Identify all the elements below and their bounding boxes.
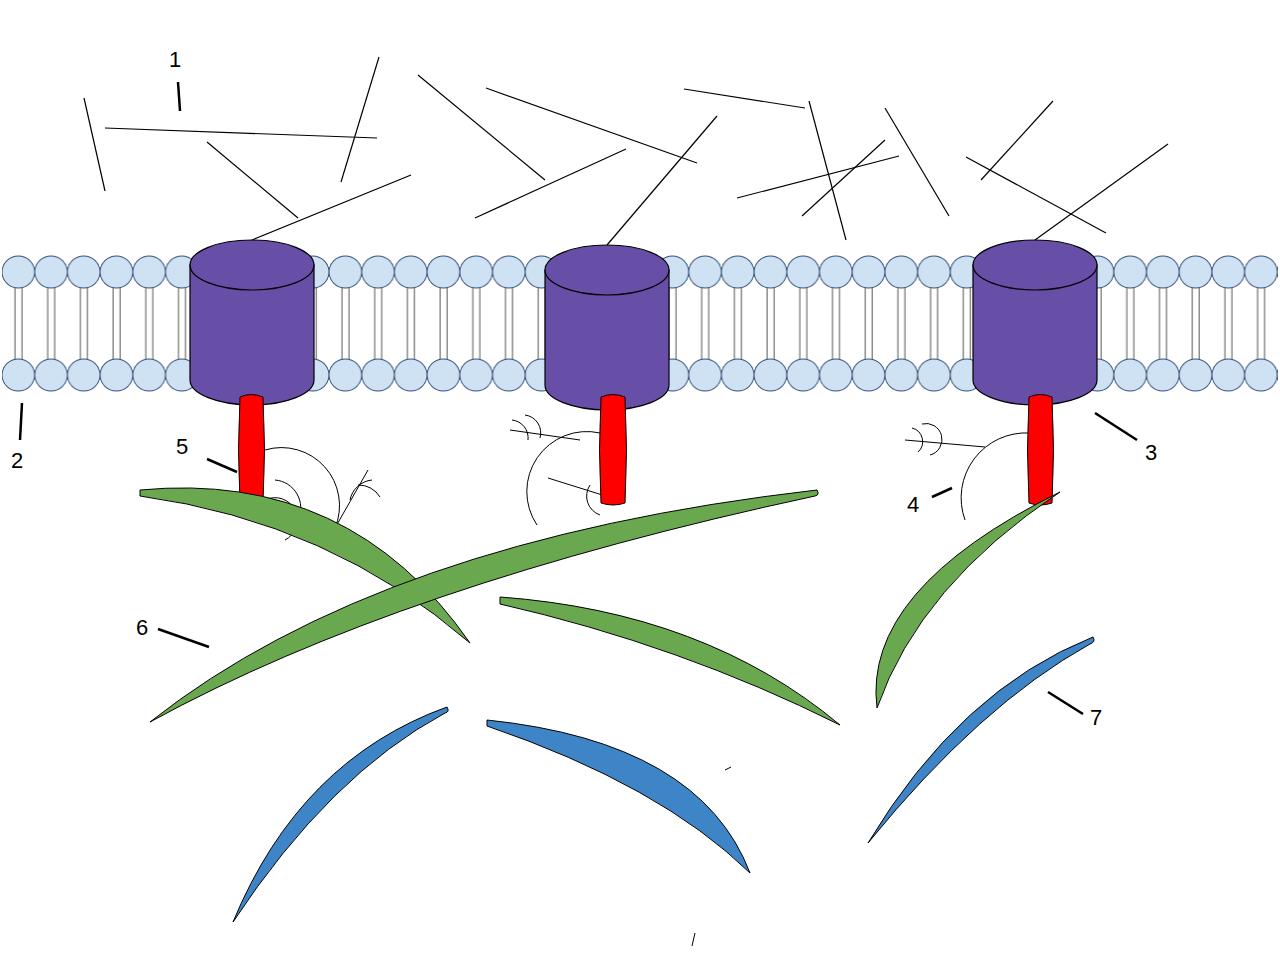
callout-number: 1 [169,49,181,71]
callout-number: 3 [1145,442,1157,464]
linker-proteins [239,395,1054,506]
actin-filaments [140,488,1060,725]
intermediate-filaments [233,637,1094,922]
adapter-proteins [265,415,1030,946]
matrix-fibres [84,57,1168,245]
membrane-proteins [190,240,1097,410]
callout-number: 7 [1090,707,1102,729]
callout-number: 6 [136,617,148,639]
callout-number: 2 [11,450,23,472]
leader-lines [20,82,1137,714]
callout-number: 5 [176,436,188,458]
callout-number: 4 [907,494,919,516]
